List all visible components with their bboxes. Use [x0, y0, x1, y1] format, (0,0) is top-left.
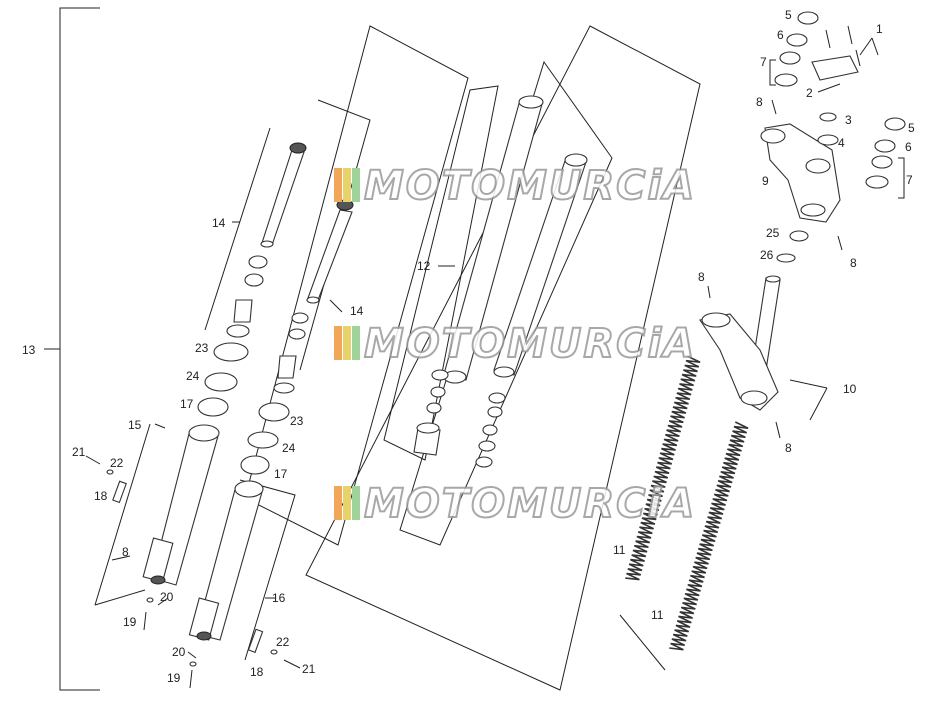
upper-triple-clamp-9 — [760, 99, 843, 263]
fork-tube-12-left — [443, 95, 544, 384]
callout-11: 11 — [613, 543, 626, 557]
callout-25: 25 — [766, 226, 780, 240]
callout-8: 8 — [850, 256, 857, 270]
damper-rod-14-right — [306, 199, 354, 304]
callout-19: 19 — [167, 671, 181, 685]
callout-22: 22 — [276, 635, 290, 649]
callout-24: 24 — [282, 441, 296, 455]
callout-numbers: 13 14 14 23 23 24 24 17 17 15 16 21 21 2… — [22, 8, 915, 685]
callout-22: 22 — [110, 456, 124, 470]
callout-21: 21 — [72, 445, 86, 459]
callout-2: 2 — [806, 86, 813, 100]
callout-7: 7 — [760, 55, 767, 69]
fork-slider-15 — [142, 424, 220, 586]
watermark-text: MOTOMURCiA — [364, 163, 696, 209]
callout-5: 5 — [785, 8, 792, 22]
watermark-bottom: MOTOMURCiA — [334, 480, 696, 528]
callout-18: 18 — [94, 489, 108, 503]
frame-right-tube — [305, 25, 701, 691]
callout-15: 15 — [128, 418, 142, 432]
seal-stack-right — [240, 312, 309, 475]
callout-12: 12 — [417, 259, 431, 273]
callout-16: 16 — [272, 591, 286, 605]
callout-10: 10 — [843, 382, 857, 396]
frame-left-tube — [244, 25, 469, 546]
spring-coil — [669, 421, 749, 651]
watermark-text: MOTOMURCiA — [364, 321, 696, 367]
callout-5: 5 — [908, 121, 915, 135]
callout-9: 9 — [762, 174, 769, 188]
callout-8: 8 — [756, 95, 763, 109]
callout-24: 24 — [186, 369, 200, 383]
frame-inner — [399, 60, 613, 546]
caps-left — [774, 11, 819, 87]
seal-stack-left — [197, 255, 268, 417]
handlebar-clamp-2 — [811, 25, 861, 81]
callout-23: 23 — [290, 414, 304, 428]
fork-spring-11-left — [625, 355, 701, 581]
callout-20: 20 — [172, 645, 186, 659]
callout-6: 6 — [905, 140, 912, 154]
callout-3: 3 — [845, 113, 852, 127]
callout-13: 13 — [22, 343, 36, 357]
fork-slider-16 — [188, 480, 264, 641]
callout-17: 17 — [180, 397, 194, 411]
fork-tube-12-right — [493, 153, 588, 378]
callout-7: 7 — [906, 173, 913, 187]
callout-17: 17 — [274, 467, 288, 481]
callout-14: 14 — [212, 216, 226, 230]
callout-21: 21 — [302, 662, 316, 676]
frame-spring-line — [619, 614, 666, 671]
watermark-middle: MOTOMURCiA — [334, 320, 696, 368]
callout-20: 20 — [160, 590, 174, 604]
callout-8: 8 — [785, 441, 792, 455]
callout-8: 8 — [122, 545, 129, 559]
callout-18: 18 — [250, 665, 264, 679]
bushing-stack-center — [413, 369, 506, 468]
callout-11: 11 — [651, 608, 664, 622]
caps-right — [865, 117, 906, 189]
spring-coil — [625, 355, 701, 581]
callout-4: 4 — [838, 136, 845, 150]
callout-8: 8 — [698, 270, 705, 284]
fork-spring-11-right — [669, 421, 749, 651]
lower-triple-clamp-10 — [699, 275, 781, 439]
callout-6: 6 — [777, 28, 784, 42]
callout-23: 23 — [195, 341, 209, 355]
callout-1: 1 — [876, 22, 883, 36]
group-frames — [244, 25, 701, 691]
watermark-top: MOTOMURCiA — [334, 162, 696, 210]
watermark-text: MOTOMURCiA — [364, 481, 696, 527]
callout-26: 26 — [760, 248, 774, 262]
damper-rod-14-left — [260, 142, 307, 248]
callout-19: 19 — [123, 615, 137, 629]
callout-14: 14 — [350, 304, 364, 318]
frame-12 — [383, 85, 499, 461]
hardware-small — [85, 455, 301, 689]
assembly-bracket-13 — [44, 7, 100, 691]
